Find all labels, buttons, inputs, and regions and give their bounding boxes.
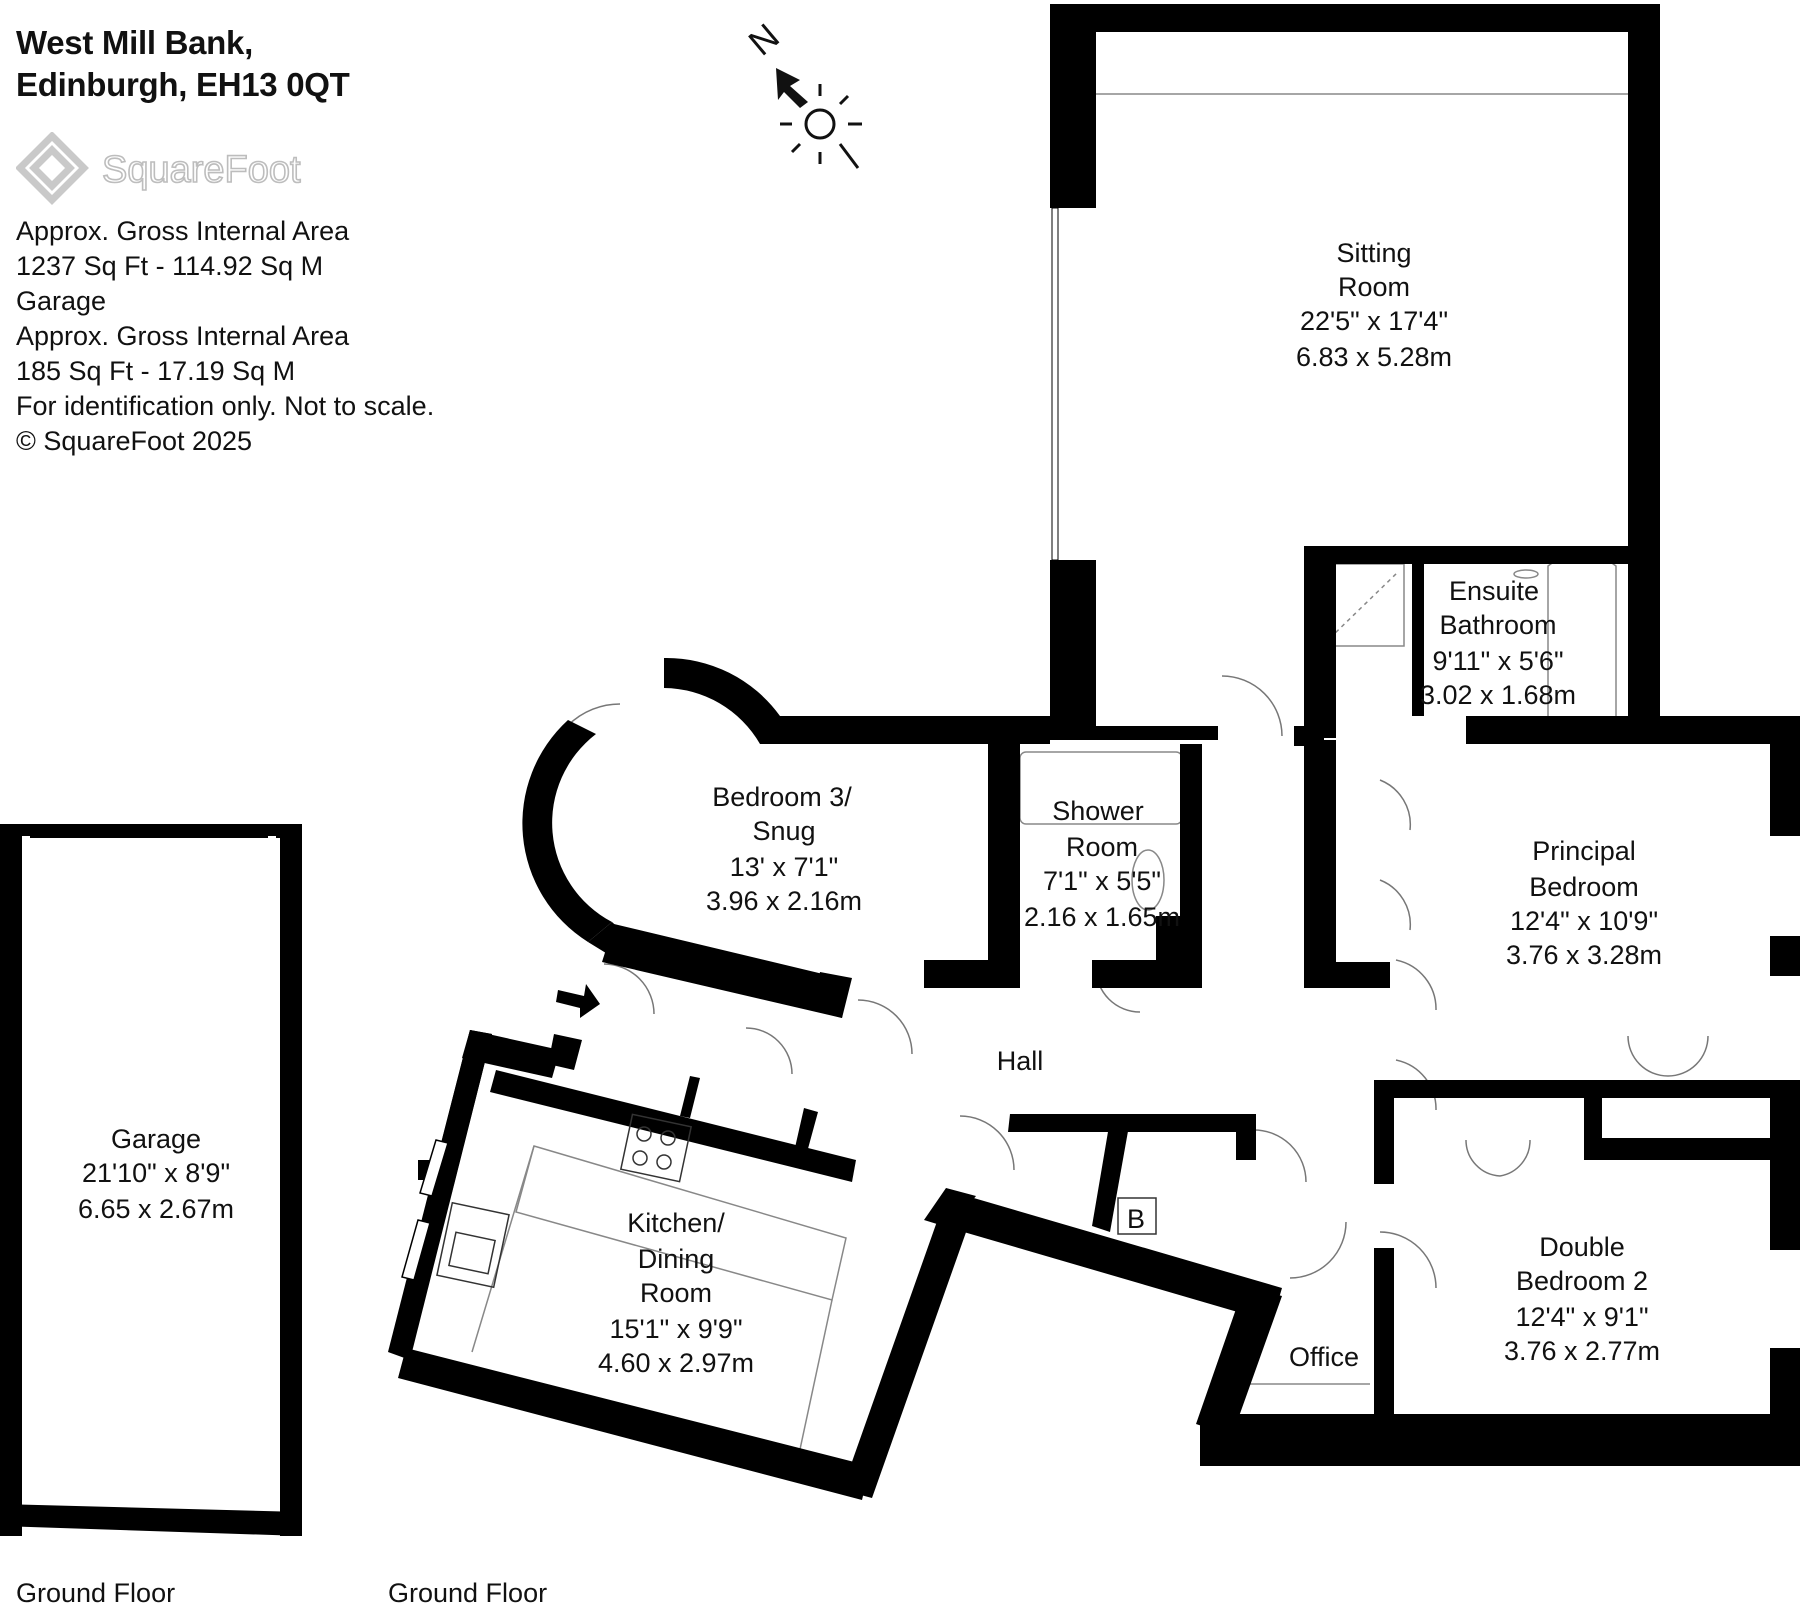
compass: N — [741, 15, 862, 169]
room-size-metric: 3.76 x 3.28m — [1506, 940, 1662, 970]
address-line-2: Edinburgh, EH13 0QT — [16, 66, 350, 103]
entrance-arrow-icon — [556, 984, 600, 1018]
disclaimer: For identification only. Not to scale. — [16, 391, 435, 421]
room-name: Hall — [997, 1046, 1044, 1076]
room-label-double-bedroom-2: Double Bedroom 2 12'4" x 9'1" 3.76 x 2.7… — [1504, 1232, 1660, 1366]
room-name: Principal — [1532, 836, 1636, 866]
room-name: Office — [1289, 1342, 1359, 1372]
area-line: Garage — [16, 286, 107, 316]
room-size-imperial: 12'4" x 9'1" — [1515, 1302, 1648, 1332]
door-swings — [545, 675, 1709, 1289]
area-line: 1237 Sq Ft - 114.92 Sq M — [16, 251, 324, 281]
room-size-metric: 6.65 x 2.67m — [78, 1194, 234, 1224]
room-size-imperial: 13' x 7'1" — [730, 852, 838, 882]
room-label-bedroom-3: Bedroom 3/ Snug 13' x 7'1" 3.96 x 2.16m — [706, 782, 862, 916]
room-name: Room — [640, 1278, 712, 1308]
floor-label-garage: Ground Floor — [16, 1578, 176, 1608]
room-size-imperial: 9'11" x 5'6" — [1432, 646, 1563, 676]
room-size-metric: 4.60 x 2.97m — [598, 1348, 754, 1378]
boiler-label: B — [1127, 1204, 1145, 1234]
hob-icon — [619, 1113, 693, 1183]
room-label-shower-room: Shower Room 7'1" x 5'5" 2.16 x 1.65m — [1024, 796, 1180, 932]
room-label-garage: Garage 21'10" x 8'9" 6.65 x 2.67m — [78, 1124, 234, 1224]
floor-label-house: Ground Floor — [388, 1578, 548, 1608]
room-name: Bedroom 3/ — [712, 782, 852, 812]
property-address: West Mill Bank, Edinburgh, EH13 0QT — [16, 22, 350, 106]
north-arrow-icon — [776, 68, 808, 108]
room-size-imperial: 22'5" x 17'4" — [1300, 306, 1448, 336]
squarefoot-logo: SquareFoot — [16, 132, 302, 205]
brand-name: SquareFoot — [102, 149, 301, 191]
room-size-imperial: 12'4" x 10'9" — [1510, 906, 1658, 936]
sink-icon — [436, 1201, 510, 1289]
room-name: Sitting — [1336, 238, 1411, 268]
boiler-box — [1117, 1197, 1157, 1235]
garage-plan — [0, 824, 302, 1536]
area-line: 185 Sq Ft - 17.19 Sq M — [16, 356, 296, 386]
room-name: Bedroom 2 — [1516, 1266, 1648, 1296]
room-size-metric: 3.76 x 2.77m — [1504, 1336, 1660, 1366]
north-label: N — [741, 15, 787, 63]
room-name: Room — [1338, 272, 1410, 302]
kitchen-windows — [401, 1139, 449, 1281]
address-line-1: West Mill Bank, — [16, 24, 253, 61]
room-name: Kitchen/ — [627, 1208, 725, 1238]
house-plan — [388, 4, 1800, 1500]
room-size-metric: 3.96 x 2.16m — [706, 886, 862, 916]
area-line: Approx. Gross Internal Area — [16, 321, 350, 351]
room-size-metric: 3.02 x 1.68m — [1420, 680, 1576, 710]
room-label-boiler: B — [1117, 1197, 1157, 1235]
room-name: Shower — [1052, 796, 1144, 826]
room-name: Double — [1539, 1232, 1625, 1262]
copyright: © SquareFoot 2025 — [16, 426, 253, 456]
area-line: Approx. Gross Internal Area — [16, 216, 350, 246]
room-size-imperial: 21'10" x 8'9" — [82, 1158, 230, 1188]
room-size-metric: 6.83 x 5.28m — [1296, 342, 1452, 372]
room-size-metric: 2.16 x 1.65m — [1024, 902, 1180, 932]
room-size-imperial: 15'1" x 9'9" — [609, 1314, 742, 1344]
room-name: Garage — [111, 1124, 201, 1154]
room-name: Ensuite — [1449, 576, 1539, 606]
room-name: Dining — [638, 1244, 715, 1274]
room-name: Bedroom — [1529, 872, 1639, 902]
walls — [388, 4, 1800, 1500]
room-name: Room — [1066, 832, 1138, 862]
room-name: Snug — [752, 816, 815, 846]
area-info: Approx. Gross Internal Area 1237 Sq Ft -… — [16, 214, 434, 459]
room-size-imperial: 7'1" x 5'5" — [1043, 866, 1161, 896]
room-label-sitting-room: Sitting Room 22'5" x 17'4" 6.83 x 5.28m — [1296, 238, 1452, 372]
squarefoot-logo-icon — [16, 132, 89, 205]
room-label-office: Office — [1289, 1342, 1359, 1372]
room-label-principal-bedroom: Principal Bedroom 12'4" x 10'9" 3.76 x 3… — [1506, 836, 1662, 970]
sun-icon — [780, 84, 862, 169]
room-name: Bathroom — [1439, 610, 1556, 640]
room-label-kitchen: Kitchen/ Dining Room 15'1" x 9'9" 4.60 x… — [598, 1208, 754, 1378]
room-label-ensuite: Ensuite Bathroom 9'11" x 5'6" 3.02 x 1.6… — [1420, 576, 1576, 710]
room-label-hall: Hall — [997, 1046, 1044, 1076]
